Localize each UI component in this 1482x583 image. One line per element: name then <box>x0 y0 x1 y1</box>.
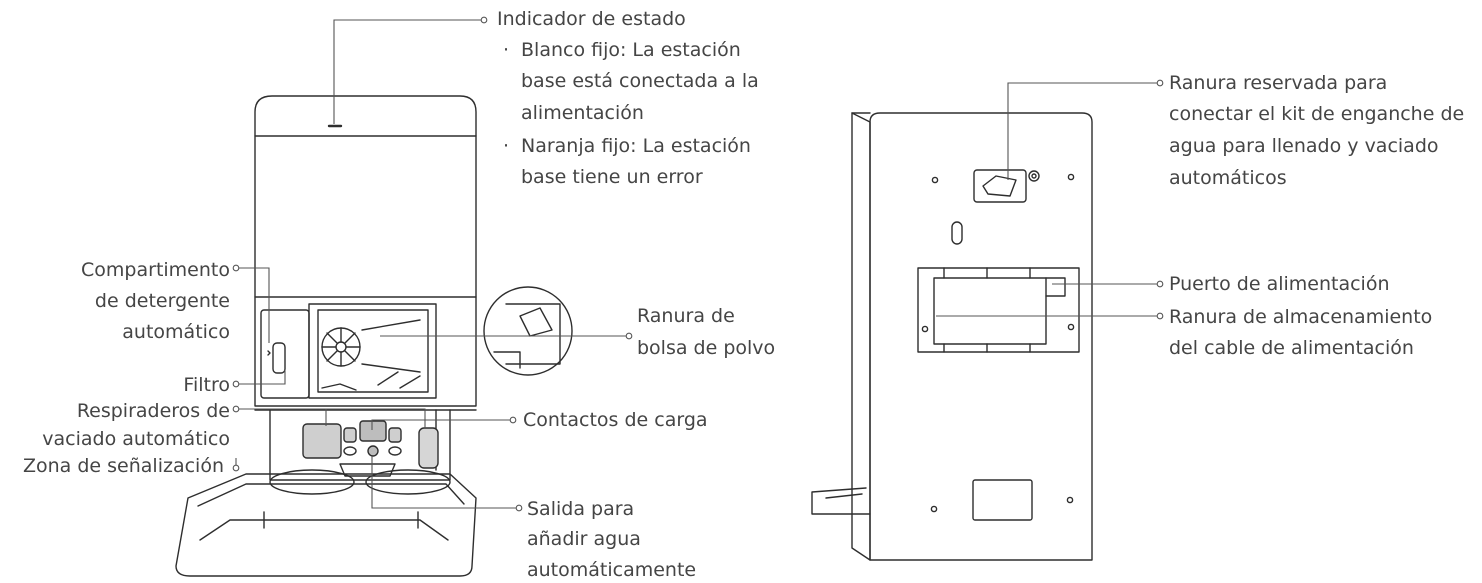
fan-hub <box>335 341 347 353</box>
water-kit-hook <box>982 175 1017 197</box>
back-station-drawing <box>811 112 1093 561</box>
leader-detergent <box>239 267 270 343</box>
label-detergent-2: de detergente <box>94 290 230 312</box>
ramp-step <box>199 519 449 541</box>
mop-pad-left <box>269 469 355 495</box>
ramp-guides <box>263 511 419 529</box>
dustbag-magnifier-bag <box>519 307 553 337</box>
label-water-kit-3: agua para llenado y vaciado <box>1169 135 1439 157</box>
label-water-kit-4: automáticos <box>1169 167 1287 189</box>
screw <box>931 176 939 184</box>
mop-pad-right <box>365 469 451 495</box>
cable-clips <box>943 267 1031 353</box>
label-orange-line-1: Naranja fijo: La estación <box>521 135 751 157</box>
charging-contact-right <box>388 427 402 443</box>
label-orange-line-2: base tiene un error <box>521 166 703 188</box>
signal-sensor-right <box>388 446 402 456</box>
label-water-kit-2: conectar el kit de enganche de <box>1169 103 1465 125</box>
back-tower-body <box>869 112 1093 561</box>
detergent-arrow <box>267 350 271 356</box>
leader-water-kit <box>1007 82 1157 180</box>
leader-lines <box>232 16 1164 512</box>
label-charging-contacts: Contactos de carga <box>523 409 708 431</box>
power-port-housing <box>1045 277 1066 297</box>
dustbag-magnifier-edge <box>493 351 521 369</box>
back-handle-slot <box>951 221 963 245</box>
leader-water-outlet <box>371 456 516 509</box>
water-kit-valve-inner <box>1031 173 1037 179</box>
back-label-plate <box>972 479 1033 521</box>
dustbag-magnifier-detail <box>505 303 561 365</box>
label-dustbag-2: bolsa de polvo <box>637 337 776 359</box>
detergent-window <box>272 342 286 374</box>
charging-contact-center <box>359 420 387 442</box>
label-signal-zone: Zona de señalización <box>23 455 224 477</box>
screw <box>1067 323 1075 331</box>
bullet-orange: · <box>503 135 510 157</box>
auto-empty-vent-left <box>302 423 342 459</box>
dustbag-cavity <box>308 303 437 399</box>
screw <box>1067 173 1075 181</box>
label-white-line-2: base está conectada a la <box>521 70 759 92</box>
cable-storage-recess <box>917 267 1080 353</box>
front-tower-body <box>254 95 477 407</box>
water-kit-slot <box>973 169 1027 203</box>
leader-vents <box>239 408 426 428</box>
leader-status <box>333 19 481 124</box>
screw <box>930 505 938 513</box>
water-outlet-port <box>367 445 379 457</box>
leader-filter <box>239 370 286 385</box>
label-vents-1: Respiraderos de <box>76 400 230 422</box>
label-status-indicator-title: Indicador de estado <box>497 8 686 30</box>
label-water-outlet-1: Salida para <box>527 498 635 520</box>
label-water-outlet-2: añadir agua <box>527 528 641 550</box>
cavity-floor <box>321 383 357 391</box>
label-cable-storage-1: Ranura de almacenamiento <box>1169 306 1433 328</box>
label-dustbag-1: Ranura de <box>637 305 735 327</box>
label-filter: Filtro <box>183 374 230 396</box>
signal-sensor-left <box>343 446 357 456</box>
label-water-kit-1: Ranura reservada para <box>1169 72 1388 94</box>
leader-contacts <box>371 419 510 430</box>
label-vents-2: vaciado automático <box>42 428 230 450</box>
label-detergent-1: Compartimento <box>81 259 230 281</box>
cable-storage-inner <box>933 277 1047 345</box>
front-ramp <box>175 473 477 577</box>
water-kit-valve <box>1028 170 1040 182</box>
water-outlet-bracket <box>339 463 396 477</box>
label-white-line-3: alimentación <box>521 102 644 124</box>
back-side-panel <box>851 112 871 561</box>
dustbag-cavity-inner <box>317 309 429 393</box>
label-detergent-3: automático <box>122 321 230 343</box>
charging-contact-left <box>343 427 357 443</box>
back-ramp <box>811 487 871 515</box>
auto-empty-vent-right <box>418 427 439 469</box>
screw <box>1066 496 1074 504</box>
base-back-plate <box>269 409 451 481</box>
label-cable-storage-2: del cable de alimentación <box>1169 337 1414 359</box>
cavity-ribs <box>361 319 421 389</box>
label-white-line-1: Blanco fijo: La estación <box>521 39 741 61</box>
label-water-outlet-3: automáticamente <box>527 559 697 581</box>
bullet-white: · <box>503 39 510 61</box>
ramp-inner-edge <box>197 483 465 507</box>
fan-blades <box>321 327 361 367</box>
screw <box>921 325 929 333</box>
front-station-drawing <box>175 95 573 577</box>
label-power-port: Puerto de alimentación <box>1169 273 1390 295</box>
